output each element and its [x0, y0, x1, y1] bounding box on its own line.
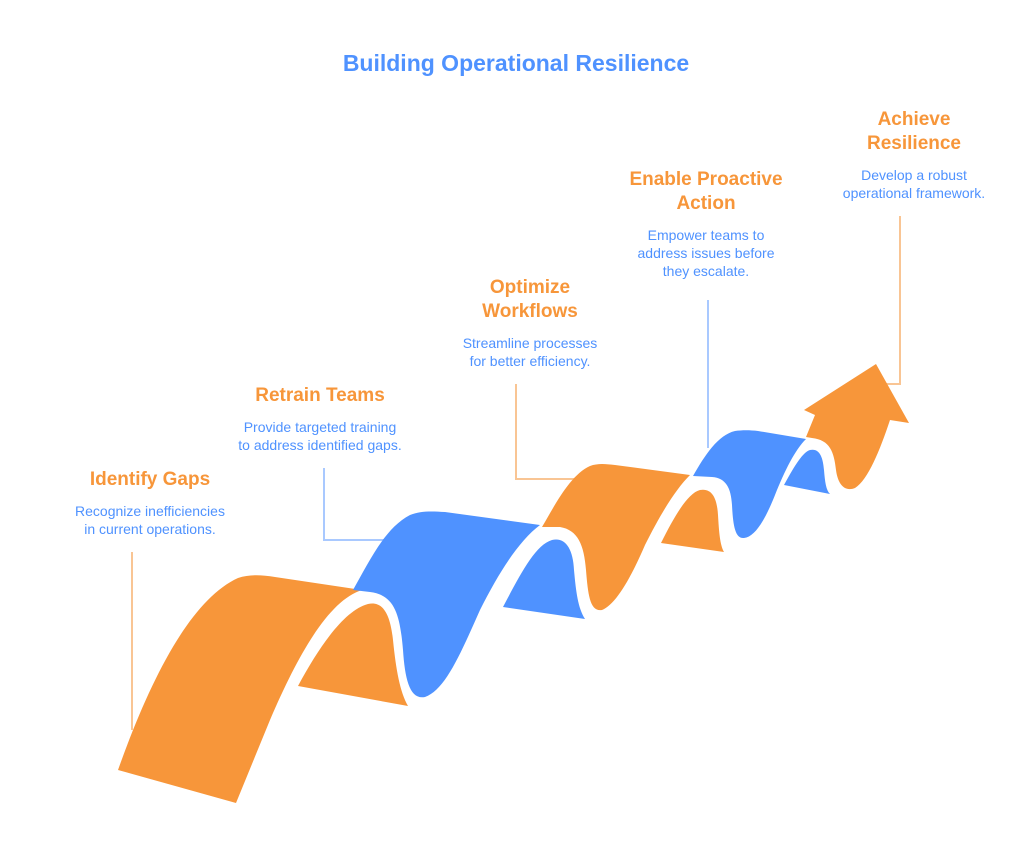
ribbon-fold-identify-gaps	[298, 603, 408, 706]
connector-optimize-workflows	[515, 384, 575, 480]
step-retrain-teams: Retrain Teams Provide targeted training …	[218, 384, 422, 454]
ribbon-fold-enable-proactive	[784, 449, 830, 494]
ribbon-fold-retrain-teams	[503, 539, 585, 619]
step-identify-gaps: Identify Gaps Recognize inefficiencies i…	[40, 468, 260, 538]
connector-retrain-teams	[323, 468, 388, 541]
ribbon-segment-identify-gaps	[118, 575, 362, 803]
ribbon-segment-optimize-workflows	[542, 464, 690, 611]
step-description: Streamline processes for better efficien…	[462, 335, 598, 369]
step-description: Recognize inefficiencies in current oper…	[75, 503, 225, 537]
ribbon-arrow-achieve-resilience	[804, 364, 909, 490]
ribbon-fold-optimize-workflows	[661, 489, 724, 552]
step-title: Achieve Resilience	[867, 109, 961, 154]
diagram-title: Building Operational Resilience	[342, 50, 690, 76]
connector-achieve-resilience	[886, 216, 901, 385]
ribbon-segment-enable-proactive	[693, 430, 806, 539]
step-description: Empower teams to address issues before t…	[637, 227, 775, 279]
step-description: Provide targeted training to address ide…	[238, 419, 402, 453]
step-title: Retrain Teams	[255, 385, 385, 406]
step-title: Enable Proactive Action	[629, 169, 783, 214]
step-description: Develop a robust operational framework.	[842, 167, 986, 201]
step-title: Identify Gaps	[89, 469, 211, 490]
step-title: Optimize Workflows	[482, 277, 578, 322]
step-achieve-resilience: Achieve Resilience Develop a robust oper…	[814, 108, 1014, 202]
ribbon-segment-retrain-teams	[353, 511, 540, 698]
step-optimize-workflows: Optimize Workflows Streamline processes …	[430, 276, 630, 370]
step-enable-proactive: Enable Proactive Action Empower teams to…	[606, 168, 806, 280]
